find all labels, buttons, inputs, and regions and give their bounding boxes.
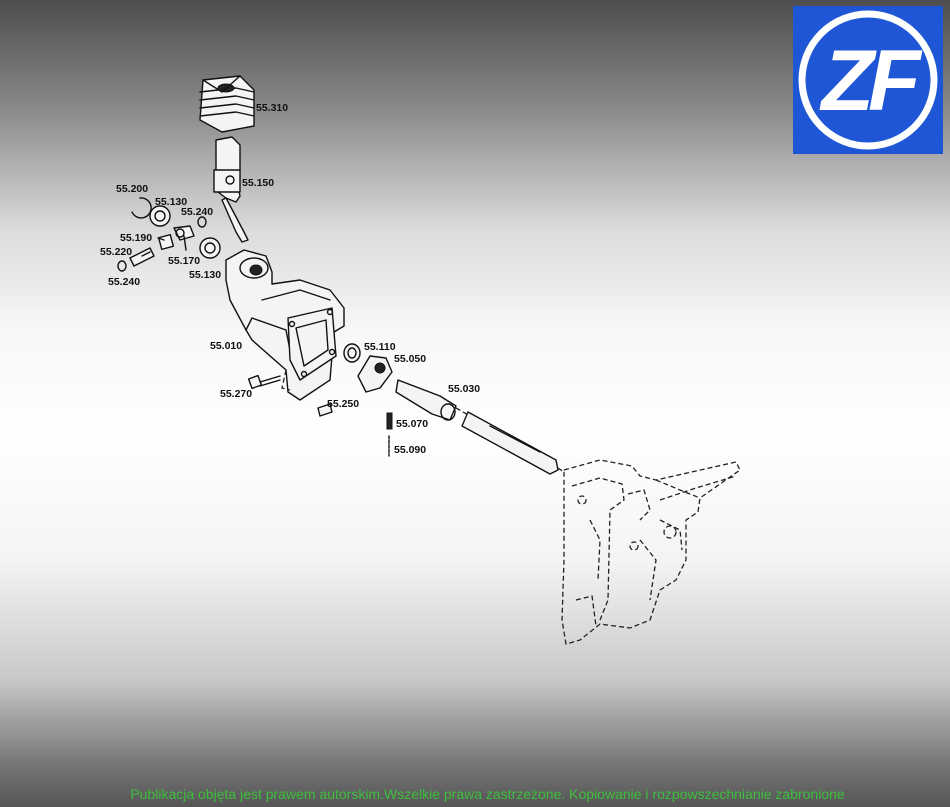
part-bolt-drawing [247, 374, 281, 390]
part-label: 55.070 [396, 418, 428, 430]
part-label: 55.240 [108, 276, 140, 288]
part-label: 55.130 [155, 196, 187, 208]
part-label: 55.090 [394, 444, 426, 456]
part-label: 55.240 [181, 206, 213, 218]
part-shift-finger-drawing [357, 355, 393, 393]
part-label: 55.010 [210, 340, 242, 352]
part-shift-rod-drawing [455, 407, 565, 475]
part-housing-drawing [225, 249, 345, 401]
part-label: 55.310 [256, 102, 288, 114]
part-label: 55.170 [168, 255, 200, 267]
part-sleeve-drawing [395, 379, 457, 421]
part-label: 55.190 [120, 232, 152, 244]
part-dowel-drawing [317, 403, 333, 417]
part-label: 55.220 [100, 246, 132, 258]
part-label: 55.050 [394, 353, 426, 365]
part-lever-drawing [213, 136, 249, 243]
part-boot-drawing [199, 75, 255, 133]
part-label: 55.270 [220, 388, 252, 400]
part-label: 55.250 [327, 398, 359, 410]
part-label: 55.130 [189, 269, 221, 281]
part-label: 55.030 [448, 383, 480, 395]
zf-logo: ZF [793, 6, 943, 154]
copyright-notice: Publikacja objęta jest prawem autorskim.… [130, 786, 845, 802]
leader-lines [141, 235, 187, 257]
part-needle-bush-drawing [343, 343, 361, 363]
logo-lettering: ZF [818, 33, 923, 129]
part-small-components-drawing [117, 197, 221, 272]
part-label: 55.200 [116, 183, 148, 195]
part-label: 55.110 [364, 341, 396, 353]
part-label: 55.150 [242, 177, 274, 189]
part-spring-pins-drawing [386, 412, 393, 457]
gearbox-housing-outline [561, 459, 741, 645]
